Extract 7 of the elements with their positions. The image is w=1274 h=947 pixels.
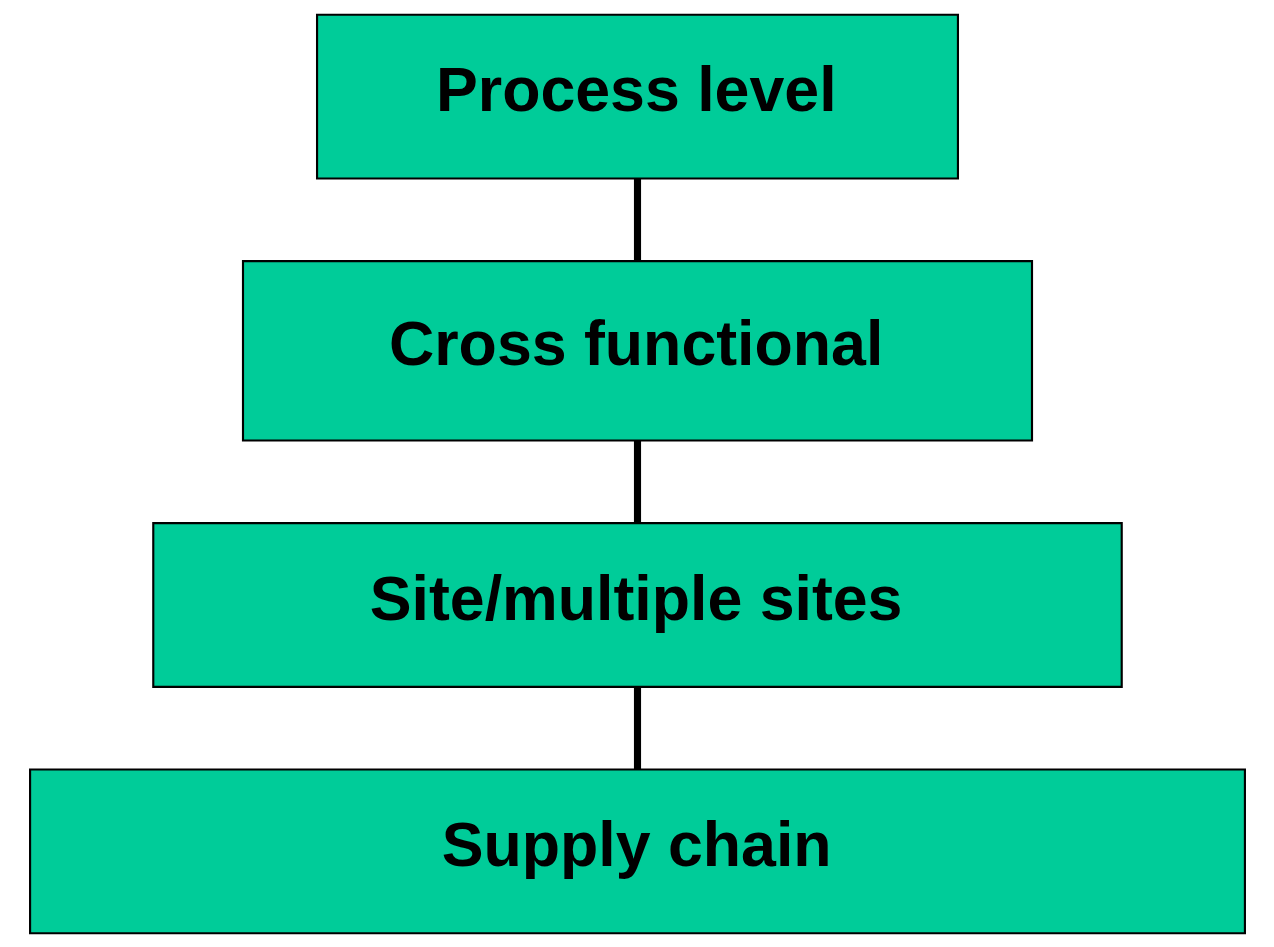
node-box: Cross functional — [241, 259, 1033, 442]
connector — [633, 178, 641, 261]
node-box: Process level — [315, 13, 959, 180]
node-box: Site/multiple sites — [151, 521, 1123, 688]
connector — [633, 687, 641, 769]
node-box: Supply chain — [28, 767, 1246, 934]
connector — [633, 440, 641, 523]
